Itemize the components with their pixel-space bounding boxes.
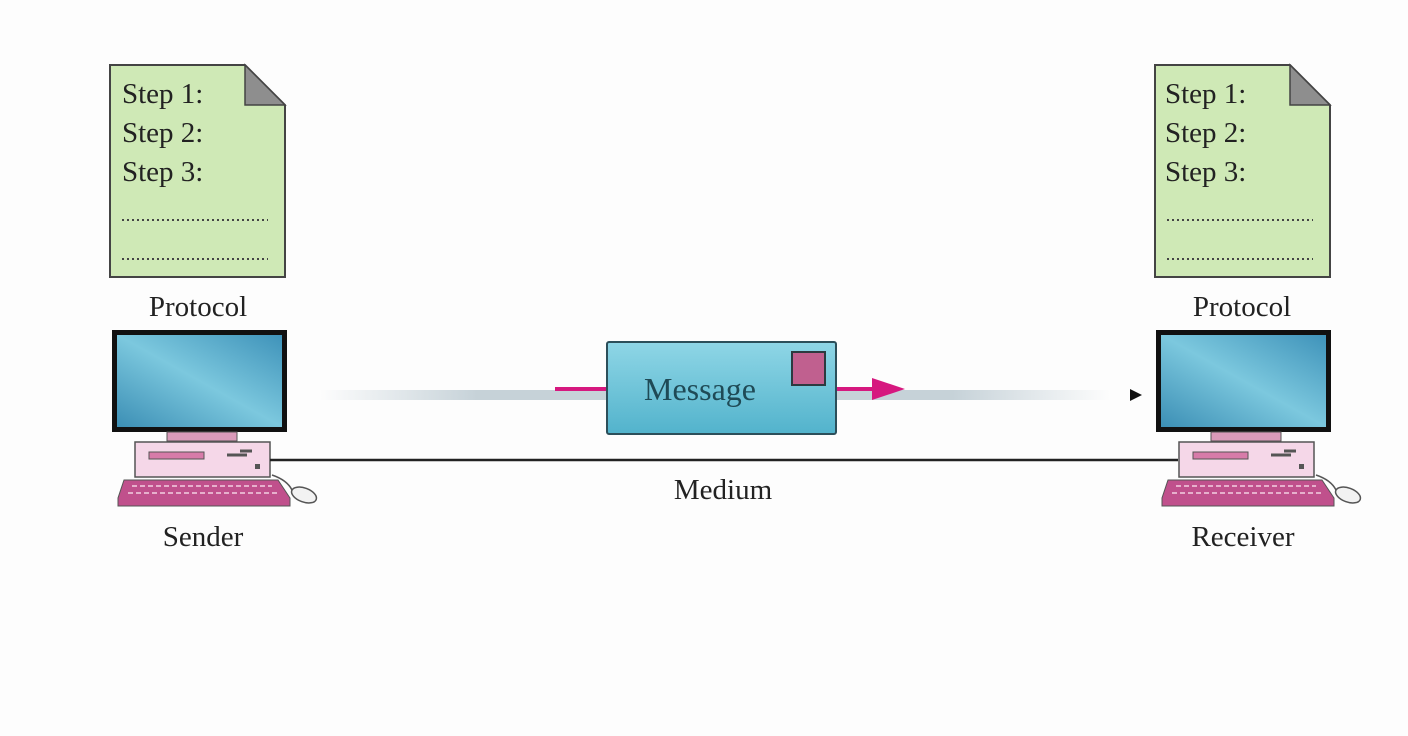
receiver-protocol-label: Protocol — [1193, 291, 1291, 323]
message-box — [606, 341, 837, 435]
sender-label: Sender — [163, 521, 244, 553]
sender-computer-icon — [110, 328, 321, 508]
sender-step-1: Step 1: — [122, 78, 203, 110]
arrowhead-icon — [1130, 389, 1142, 401]
receiver-step-1: Step 1: — [1165, 78, 1246, 110]
receiver-step-2: Step 2: — [1165, 117, 1246, 149]
arrowhead-icon — [872, 378, 905, 400]
sender-step-2: Step 2: — [122, 117, 203, 149]
message-label: Message — [644, 371, 756, 407]
stamp-icon — [791, 351, 826, 386]
receiver-label: Receiver — [1191, 521, 1294, 553]
sender-protocol-label: Protocol — [149, 291, 247, 323]
sender-step-3: Step 3: — [122, 156, 203, 188]
receiver-computer-icon — [1154, 328, 1365, 508]
receiver-step-3: Step 3: — [1165, 156, 1246, 188]
medium-label: Medium — [674, 474, 773, 506]
